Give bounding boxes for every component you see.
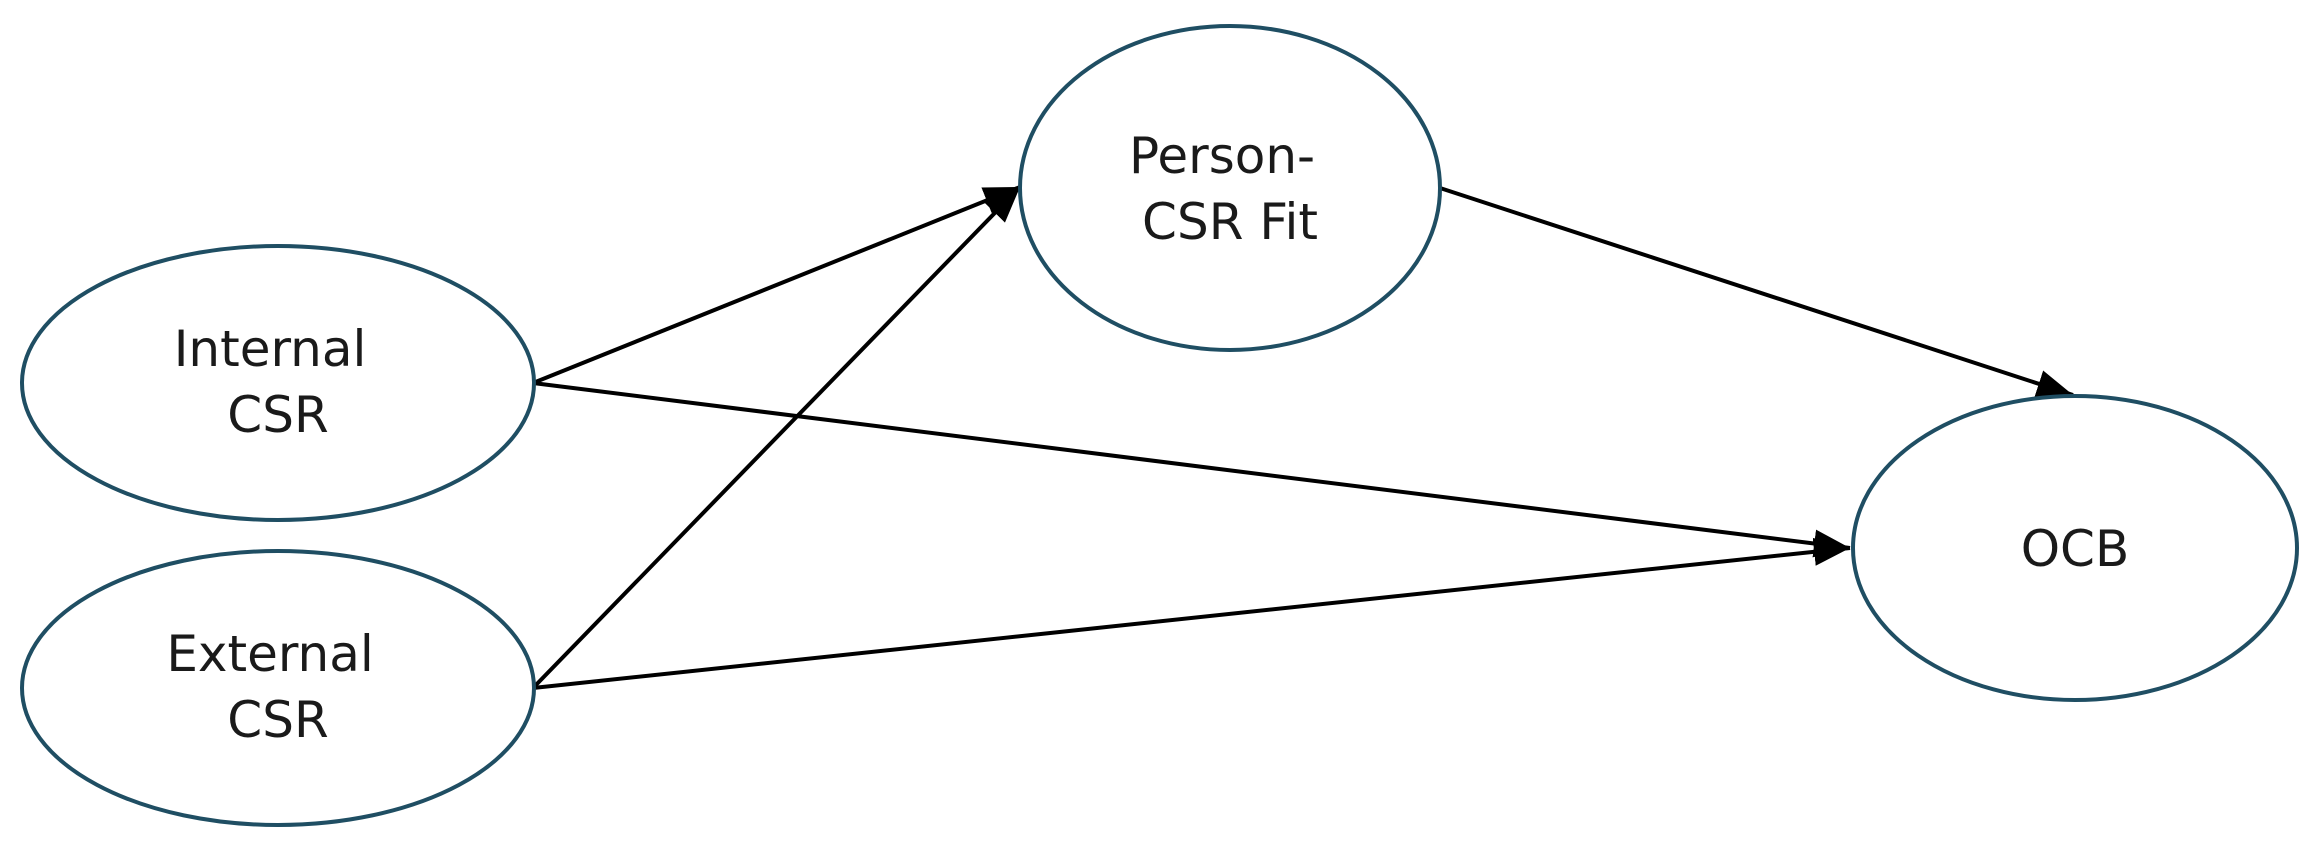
- node-ocb-line-1: OCB: [2021, 520, 2130, 578]
- node-ocb: OCB: [1851, 394, 2299, 702]
- edge-external-to-person-fit: [531, 185, 1022, 690]
- edge-internal-to-ocb: [532, 381, 1851, 558]
- edge-person-fit-to-ocb: [1439, 186, 2074, 398]
- node-external-csr-label: External CSR: [166, 625, 389, 749]
- node-external-csr: External CSR: [20, 549, 536, 827]
- node-person-csr-fit: Person- CSR Fit: [1018, 24, 1442, 352]
- node-internal-csr-shape: [20, 244, 536, 522]
- node-person-csr-fit-shape: [1018, 24, 1442, 352]
- node-internal-csr: Internal CSR: [20, 244, 536, 522]
- node-person-csr-fit-label: Person- CSR Fit: [1129, 127, 1331, 251]
- node-person-csr-fit-line-2: CSR Fit: [1142, 193, 1318, 251]
- node-ocb-label: OCB: [2021, 520, 2130, 578]
- edges: [531, 185, 2074, 690]
- node-person-csr-fit-line-1: Person-: [1129, 127, 1315, 185]
- node-internal-csr-label: Internal CSR: [174, 320, 383, 444]
- node-internal-csr-line-2: CSR: [227, 386, 328, 444]
- node-external-csr-line-2: CSR: [227, 691, 328, 749]
- edge-internal-to-person-fit: [532, 185, 1021, 385]
- node-ocb-shape: [1851, 394, 2299, 702]
- edge-external-to-ocb: [532, 537, 1851, 690]
- node-internal-csr-line-1: Internal: [174, 320, 367, 378]
- node-external-csr-shape: [20, 549, 536, 827]
- node-external-csr-line-1: External: [166, 625, 373, 683]
